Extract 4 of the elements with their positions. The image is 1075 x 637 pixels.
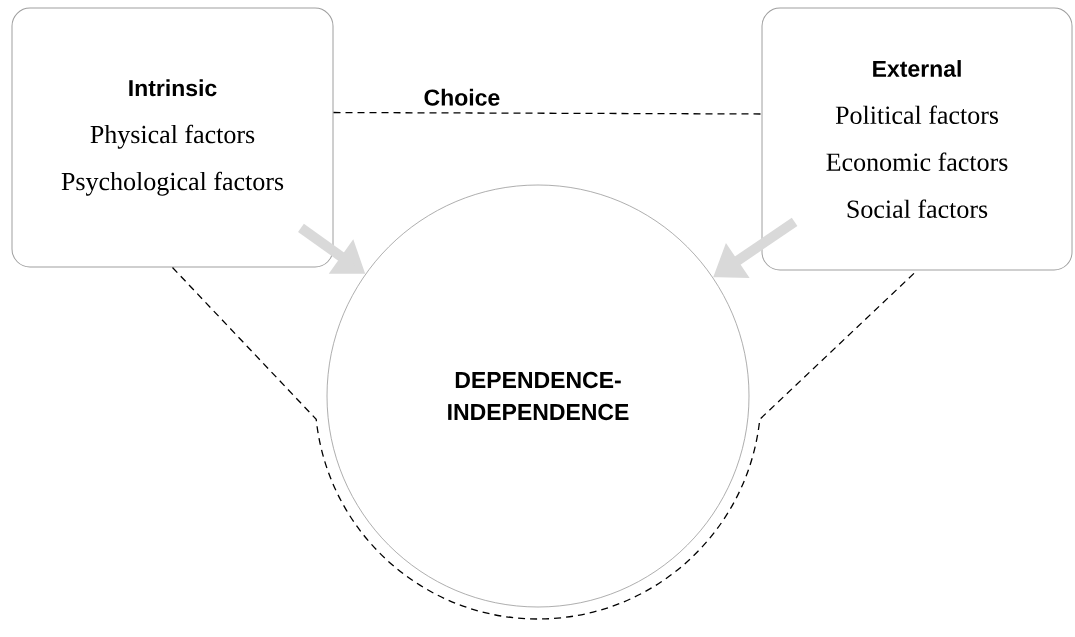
factor-box: Intrinsic Physical factors Psychological factors (11, 7, 334, 268)
dashed-line (332, 111, 763, 115)
edge-label: Choice (421, 86, 503, 108)
factor-box: External Political factors Economic factors Social factors (761, 7, 1073, 271)
